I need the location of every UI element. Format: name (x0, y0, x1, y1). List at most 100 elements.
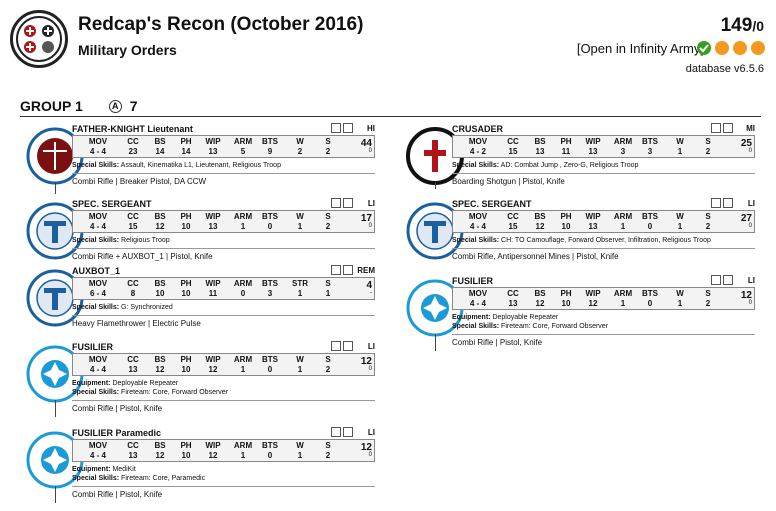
equipment-text: Deployable Repeater (112, 380, 179, 387)
equipment-text: MediKit (112, 466, 136, 473)
stat-value: 0 (647, 299, 653, 308)
stat-value: 2 (325, 451, 331, 460)
stat-header: MOV (88, 279, 108, 288)
stat-header: CC (507, 212, 519, 221)
stat-value: 2 (325, 147, 331, 156)
stat-header: CC (127, 355, 139, 364)
stat-value: 4 - 4 (89, 451, 106, 460)
card-connector (55, 182, 56, 194)
stat-header: BS (534, 212, 546, 221)
stat-header: PH (180, 212, 192, 221)
stat-header: PH (560, 212, 572, 221)
group-label: GROUP 1 (20, 98, 83, 114)
stat-header: W (676, 212, 684, 221)
unit-cost: 12 (740, 290, 752, 301)
stat-header: PH (180, 279, 192, 288)
stat-value: 11 (208, 289, 218, 298)
card-connector (435, 182, 436, 189)
stat-value: 6 - 4 (89, 289, 106, 298)
stat-header: MOV (88, 355, 108, 364)
stat-value: 4 - 4 (89, 222, 106, 231)
stat-header: MOV (88, 212, 108, 221)
order-icon (343, 198, 353, 208)
stat-value: 10 (181, 222, 191, 231)
stat-header: BTS (262, 355, 278, 364)
unit-weapons: Combi Rifle | Pistol, Knife (452, 338, 543, 347)
stat-value: 10 (155, 289, 165, 298)
stat-value: 1 (325, 289, 331, 298)
stat-header: CC (127, 137, 139, 146)
stat-value: 2 (705, 299, 711, 308)
stat-value: 1 (297, 451, 303, 460)
unit-name: FUSILIER (72, 342, 114, 352)
skills-text: Fireteam: Core, Forward Observer (501, 323, 609, 330)
stat-header: W (296, 355, 304, 364)
order-icon (343, 427, 353, 437)
page-title: Redcap's Recon (October 2016) (78, 14, 364, 35)
stat-header: W (676, 137, 684, 146)
profile-icon (331, 265, 341, 275)
stat-value: 1 (677, 147, 683, 156)
unit-type: LI (367, 199, 375, 208)
stat-header: CC (127, 441, 139, 450)
stat-header: S (705, 289, 711, 298)
profile-icon (711, 275, 721, 285)
stat-header: ARM (613, 289, 633, 298)
unit-weapons: Combi Rifle | Pistol, Knife (72, 490, 163, 499)
points-total: 149/0 (720, 15, 764, 36)
open-in-army-link[interactable]: [Open in Infinity Army] (576, 41, 704, 56)
stat-value: 4 - 2 (469, 147, 486, 156)
skills-text: Religious Troop (121, 237, 170, 244)
skills-text: CH: TO Camouflage, Forward Observer, Inf… (501, 237, 711, 244)
group-orders: 7 (129, 98, 138, 114)
stat-header: WIP (205, 279, 221, 288)
profile-icon (711, 198, 721, 208)
card-connector (55, 486, 56, 503)
stat-value: 13 (535, 147, 545, 156)
stat-value: 3 (267, 289, 273, 298)
profile-icon (331, 341, 341, 351)
stat-value: 12 (535, 299, 545, 308)
stat-header: BTS (642, 289, 658, 298)
stat-value: 1 (240, 222, 246, 231)
stat-header: BS (154, 279, 166, 288)
stat-header: MOV (468, 212, 488, 221)
stat-header: PH (560, 137, 572, 146)
page-subtitle: Military Orders (78, 42, 177, 58)
unit-type: MI (746, 124, 755, 133)
stat-header: BTS (642, 212, 658, 221)
order-icon (723, 198, 733, 208)
stat-value: 12 (208, 451, 218, 460)
swc-total: /0 (752, 18, 764, 34)
stat-header: ARM (233, 441, 253, 450)
stat-header: MOV (468, 289, 488, 298)
stat-value: 14 (181, 147, 191, 156)
stat-header: PH (180, 137, 192, 146)
stat-header: W (296, 441, 304, 450)
templar-logo-icon (25, 268, 85, 328)
unit-skills: Special Skills: Religious Troop (72, 237, 170, 244)
unit-name: AUXBOT_1 (72, 266, 121, 276)
unit-icons (331, 341, 353, 351)
stat-value: 13 (588, 147, 598, 156)
stat-value: 13 (208, 222, 218, 231)
unit-skills: Special Skills: CH: TO Camouflage, Forwa… (452, 237, 711, 244)
card-connector (435, 334, 436, 351)
skills-text: Fireteam: Core, Paramedic (121, 475, 206, 482)
unit-type: LI (367, 342, 375, 351)
stat-value: 12 (208, 365, 218, 374)
stat-header: S (325, 212, 331, 221)
stat-value: 1 (297, 222, 303, 231)
stat-value: 14 (155, 147, 165, 156)
stat-header: PH (180, 355, 192, 364)
card-connector (55, 324, 56, 326)
